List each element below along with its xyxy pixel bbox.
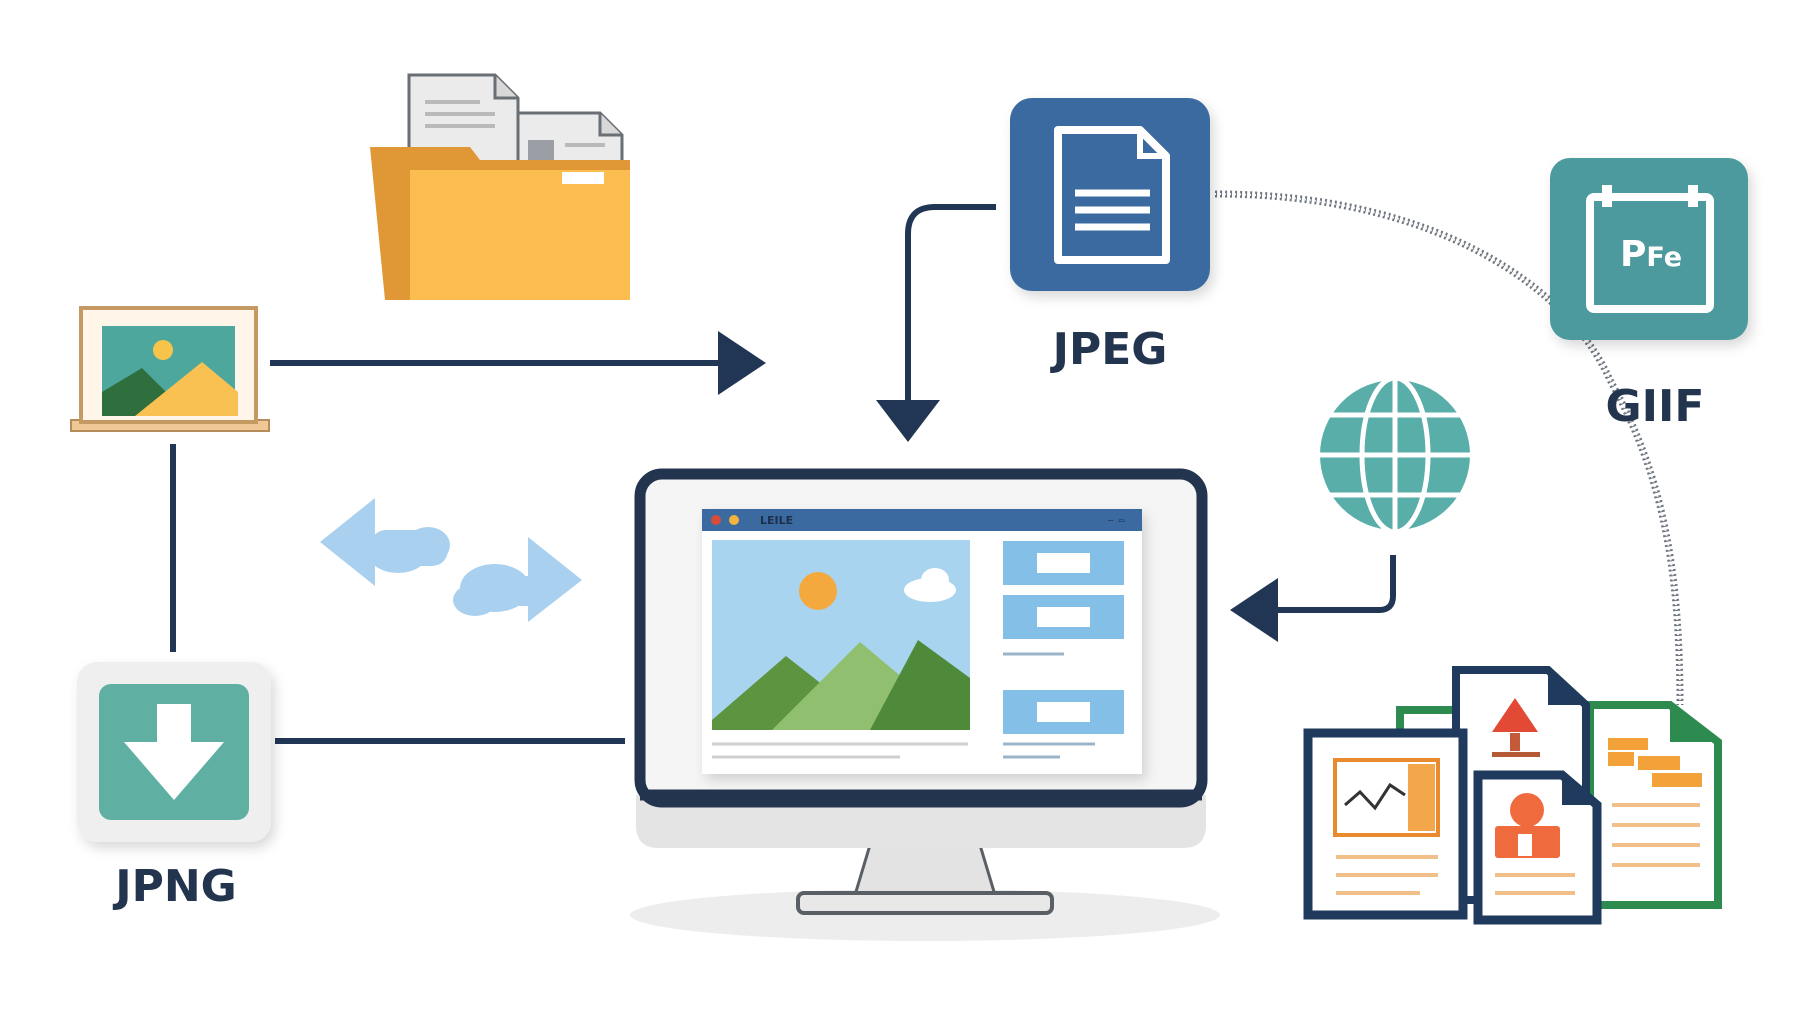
badge-sub-text: Fe (1646, 242, 1682, 273)
window-min-dot[interactable] (729, 515, 739, 525)
sidebar-block[interactable] (1003, 541, 1124, 585)
image-frame-icon (70, 306, 270, 432)
arrow-frame-to-monitor (270, 331, 766, 395)
window-controls[interactable]: — ▭ (1108, 516, 1125, 526)
sidebar-block[interactable] (1003, 690, 1124, 734)
label-jpeg: JPEG (1050, 324, 1168, 375)
label-jpng: JPNG (112, 861, 237, 912)
document-icon (1054, 126, 1170, 264)
arrow-globe-to-monitor (1230, 555, 1396, 642)
document-person-icon (1473, 770, 1602, 925)
download-arrow-icon (124, 704, 224, 800)
calendar-icon: PFe (1586, 185, 1714, 313)
cloud-arrow-left-icon (320, 498, 450, 586)
sidebar-block[interactable] (1003, 595, 1124, 639)
globe-icon (1316, 376, 1474, 534)
browser-window: LEILE — ▭ (702, 509, 1142, 774)
document-stack (1303, 666, 1722, 925)
arrow-jpeg-to-monitor (876, 204, 996, 442)
window-title: LEILE (760, 514, 793, 527)
document-chart-icon (1303, 728, 1468, 920)
cloud-icon (904, 568, 956, 602)
giif-tile: PFe (1550, 158, 1748, 340)
monitor-icon: LEILE — ▭ (630, 468, 1220, 941)
window-close-dot[interactable] (711, 515, 721, 525)
svg-text:PFe: PFe (1620, 234, 1682, 275)
label-giif: GIIF (1606, 381, 1705, 432)
download-tile (77, 662, 271, 842)
folder-icon (370, 73, 630, 300)
cloud-transfer-icon (320, 498, 582, 622)
photo-image (712, 540, 970, 730)
jpeg-tile (1010, 98, 1210, 291)
dotted-curve-jpeg-to-documents (1214, 190, 1684, 706)
cloud-arrow-right-icon (453, 537, 582, 622)
badge-main-text: P (1620, 234, 1646, 275)
connectors (170, 190, 1684, 744)
document-green-icon (1586, 701, 1722, 909)
